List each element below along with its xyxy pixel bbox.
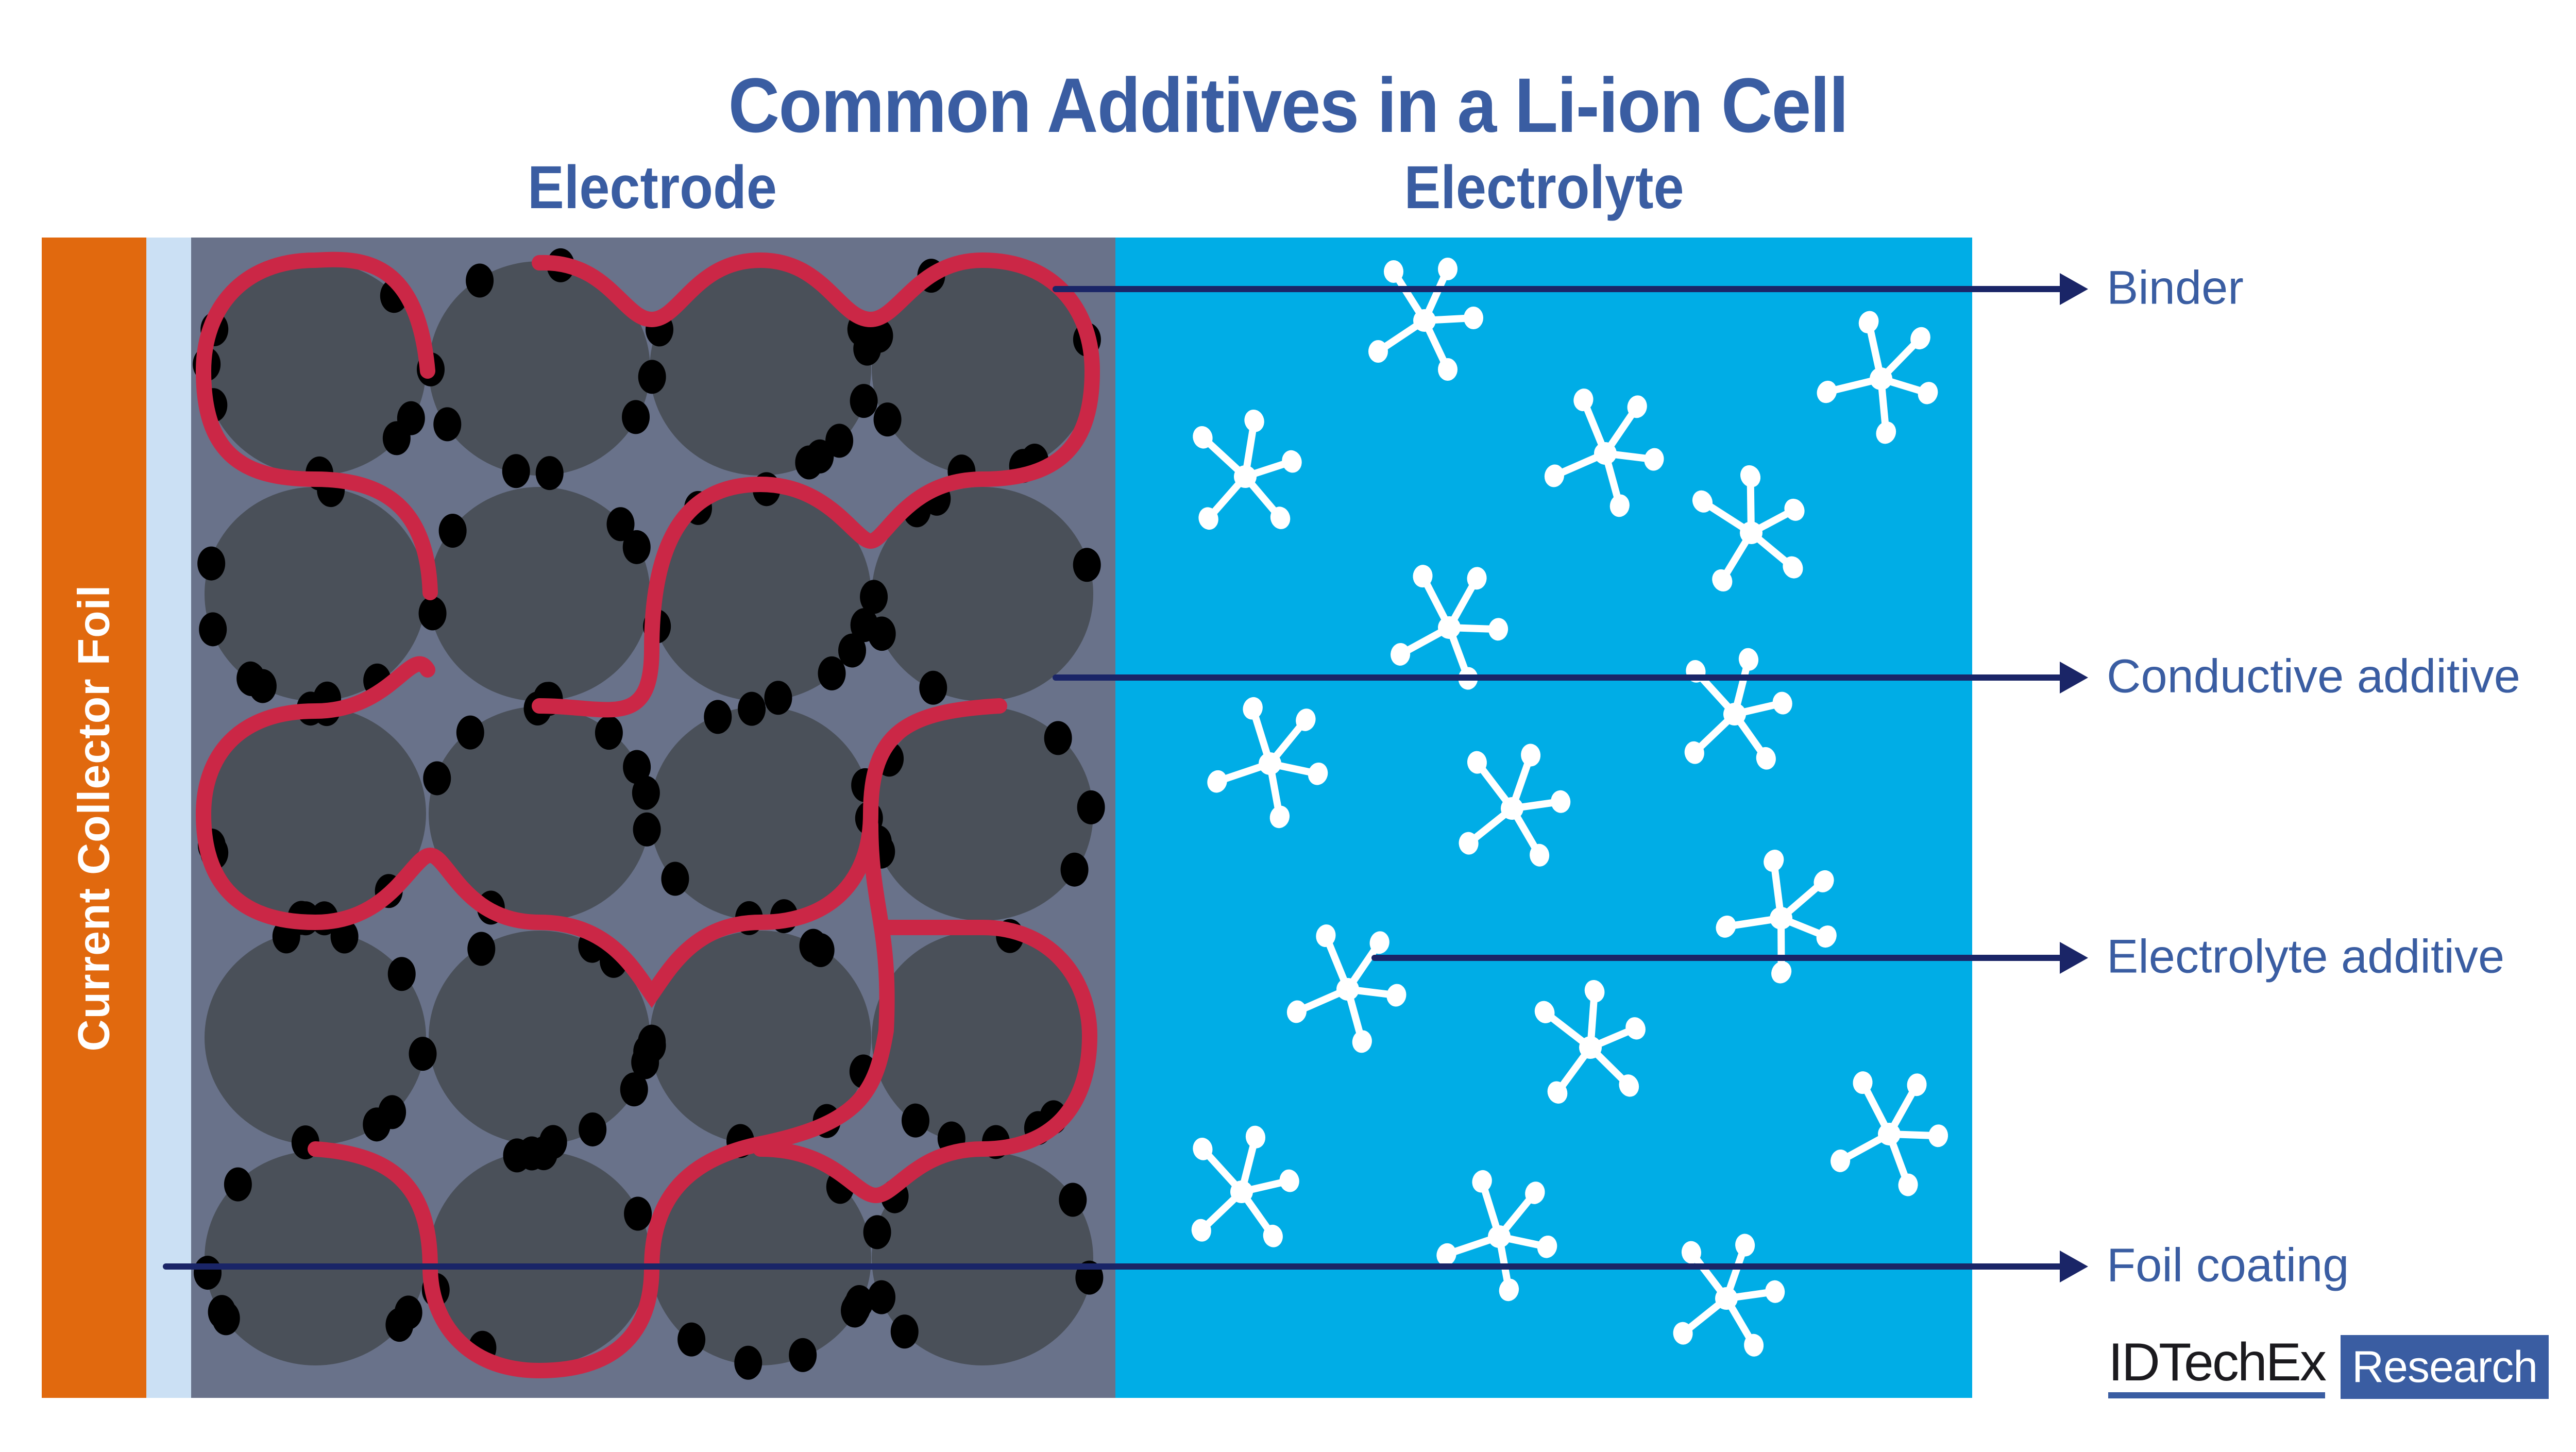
electrolyte-molecule-icon	[1436, 1170, 1557, 1302]
electrolyte-molecule-icon	[1716, 850, 1837, 984]
page-title: Common Additives in a Li-ion Cell	[728, 62, 1849, 148]
current-collector-label-box: Current Collector Foil	[42, 238, 146, 1398]
current-collector-label: Current Collector Foil	[69, 584, 118, 1051]
electrolyte-molecule-icon	[1368, 258, 1483, 381]
electrolyte-molecule-icon	[1673, 1234, 1785, 1357]
electrolyte-molecule-icon	[1534, 980, 1646, 1104]
electrolyte-region	[1115, 238, 1972, 1398]
callout-binder: Binder	[2107, 261, 2244, 314]
electrolyte-heading: Electrolyte	[1404, 154, 1684, 222]
active-material-particles	[205, 261, 1093, 1365]
electrolyte-molecule-icon	[1191, 1125, 1299, 1247]
electrolyte-molecule-icon	[1692, 465, 1805, 592]
electrolyte-molecule-icon	[1544, 389, 1664, 517]
electrolyte-molecule-icon	[1193, 409, 1302, 530]
idtechex-logo: IDTechEx Research	[2108, 1333, 2549, 1400]
logo-research-badge: Research	[2341, 1335, 2549, 1399]
callout-arrows	[163, 273, 2088, 1282]
electrolyte-molecule-icon	[1459, 744, 1571, 867]
electrolyte-molecule-icon	[1391, 565, 1509, 690]
electrolyte-molecule-icon	[1817, 311, 1938, 444]
callout-electrolyte-additive: Electrolyte additive	[2107, 930, 2505, 983]
callout-foil-coating: Foil coating	[2107, 1239, 2349, 1292]
electrolyte-molecule-icon	[1207, 697, 1328, 829]
electrode-heading: Electrode	[528, 154, 777, 222]
electrolyte-molecule-icon	[1286, 924, 1406, 1053]
current-collector-foil	[42, 238, 146, 1398]
callout-conductive-additive: Conductive additive	[2107, 650, 2520, 703]
electrolyte-additive-molecules	[1191, 258, 1948, 1357]
electrolyte-molecule-icon	[1831, 1071, 1948, 1196]
foil-coating-layer	[146, 238, 191, 1398]
logo-brand: IDTechEx	[2108, 1336, 2327, 1398]
